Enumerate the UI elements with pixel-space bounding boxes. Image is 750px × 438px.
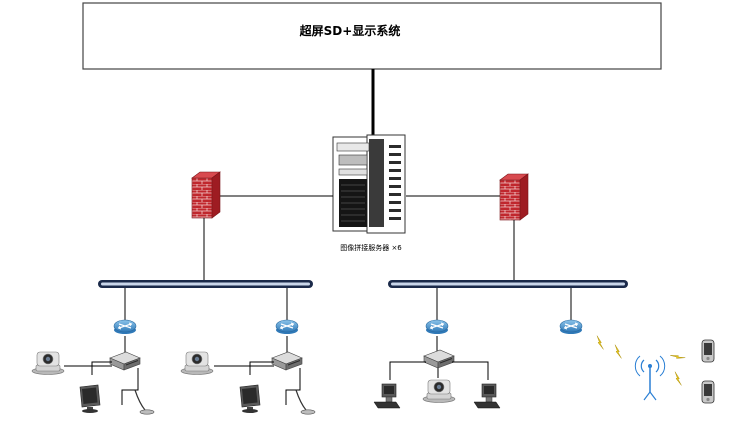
left-backbone-bus (98, 280, 313, 288)
ptz-camera-icon-1 (31, 351, 65, 375)
display-system-title: 超屏SD+显示系统 (299, 23, 401, 38)
router-icon-3 (425, 319, 449, 335)
ptz-camera-icon-3 (422, 379, 456, 403)
group2-links (214, 361, 301, 405)
mobile-phone-icon-1 (701, 339, 715, 363)
bus-drop-links (124, 288, 572, 320)
monitor-icon-1 (79, 384, 101, 414)
switch-icon-2 (271, 351, 303, 371)
display-system-box (82, 2, 662, 70)
microphone-icon-1 (134, 389, 155, 415)
switch-icon-1 (109, 351, 141, 371)
firewall-icon-right (499, 173, 529, 221)
microphone-icon-2 (295, 389, 316, 415)
computer-icon-1 (373, 383, 401, 409)
group1-links (64, 361, 139, 405)
group3-links (389, 361, 489, 380)
router-icon-1 (113, 319, 137, 335)
wireless-antenna-icon (634, 355, 666, 401)
mobile-phone-icon-2 (701, 380, 715, 404)
router-icon-4 (559, 319, 583, 335)
server-label: 图像拼接服务器 ×6 (340, 243, 402, 252)
lightning-icon-4 (670, 371, 686, 386)
lightning-icon-1 (592, 335, 608, 350)
server-rack-icon (332, 134, 406, 234)
switch-icon-3 (423, 349, 455, 369)
firewall-icon-left (191, 171, 221, 219)
router-icon-2 (275, 319, 299, 335)
lightning-icon-2 (610, 344, 626, 359)
lightning-icon-3 (670, 349, 686, 364)
ptz-camera-icon-2 (180, 351, 214, 375)
right-backbone-bus (388, 280, 628, 288)
monitor-icon-2 (239, 384, 261, 414)
computer-icon-2 (473, 383, 501, 409)
